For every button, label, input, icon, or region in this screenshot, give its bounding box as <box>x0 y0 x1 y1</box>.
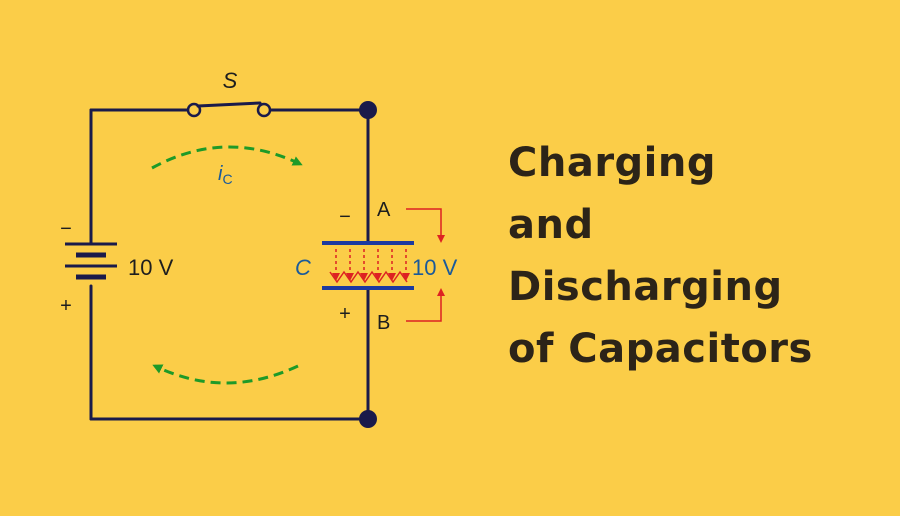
junction-bottom <box>359 410 377 428</box>
junction-top <box>359 101 377 119</box>
title-line-3: Discharging <box>508 264 783 310</box>
capacitor-plus-label: + <box>339 303 351 325</box>
switch-blade <box>196 101 262 108</box>
battery-plus-label: + <box>60 295 72 317</box>
switch <box>186 101 272 118</box>
title-line-1: Charging <box>508 140 717 186</box>
voltage-arrow-a <box>406 208 445 243</box>
battery-voltage-label: 10 V <box>128 255 174 280</box>
wires <box>89 108 370 421</box>
battery-minus-label: − <box>60 218 72 240</box>
current-arrow-bottom <box>152 364 299 385</box>
current-arrow-top <box>151 145 303 170</box>
node-a-label: A <box>377 199 391 221</box>
node-b-label: B <box>377 312 390 334</box>
switch-label: S <box>223 68 238 93</box>
title-block: Charging and Discharging of Capacitors <box>508 132 888 380</box>
capacitor-minus-label: − <box>339 206 351 228</box>
current-label-main: i <box>218 163 223 185</box>
capacitor <box>322 241 414 290</box>
current-label-sub: C <box>222 171 232 187</box>
current-label: iC <box>218 163 233 187</box>
voltage-indicator <box>406 208 445 322</box>
switch-contact-right <box>256 102 272 118</box>
battery <box>65 242 117 280</box>
voltage-arrow-b <box>406 288 445 322</box>
title-line-2: and <box>508 202 594 248</box>
capacitor-label: C <box>295 255 311 280</box>
field-arrows <box>329 249 410 284</box>
field-zigzag <box>329 270 408 284</box>
capacitor-voltage-label: 10 V <box>412 255 458 280</box>
current-arrows <box>151 145 303 385</box>
title-line-4: of Capacitors <box>508 326 813 372</box>
